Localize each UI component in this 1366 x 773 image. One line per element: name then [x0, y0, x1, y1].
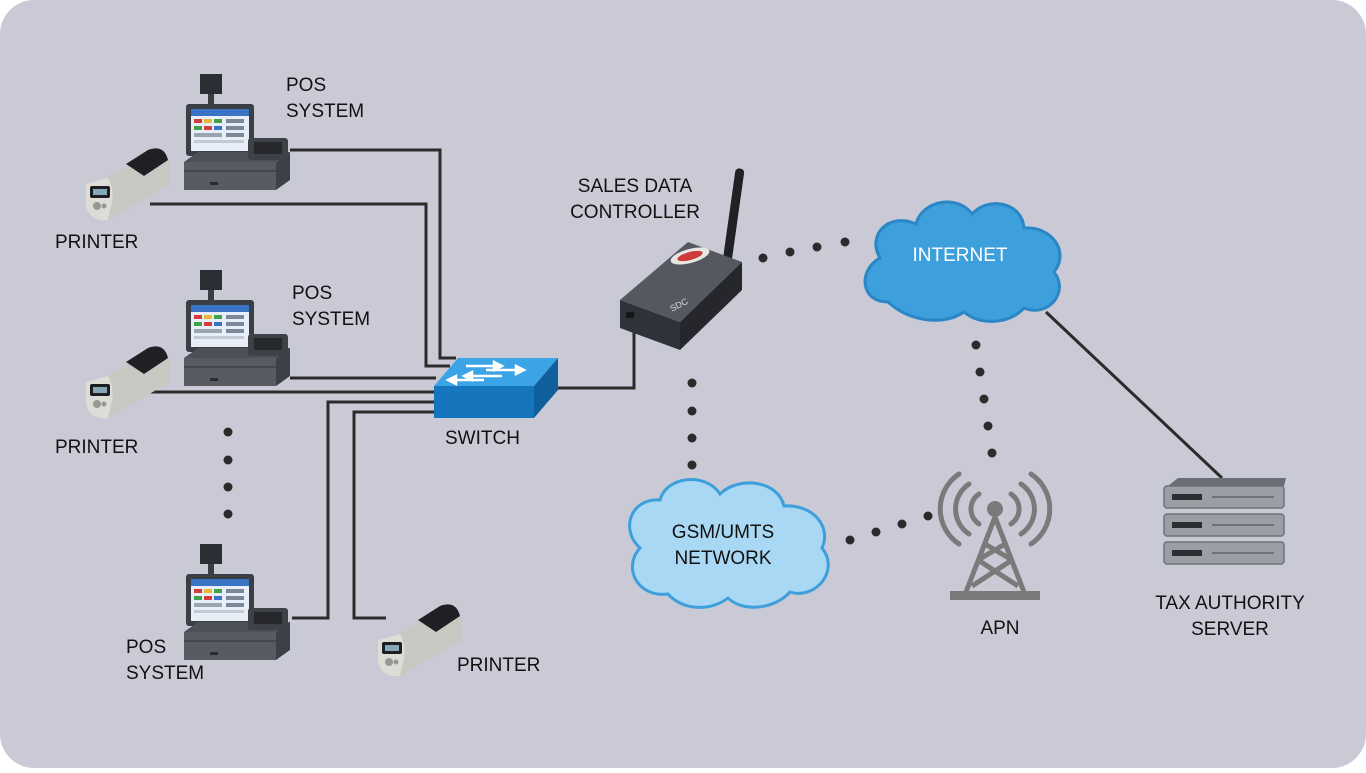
pos-label-line: SYSTEM — [126, 663, 205, 684]
printer-label-2: PRINTER — [55, 437, 139, 458]
cable-tax-server — [1044, 310, 1224, 480]
apn-label: APN — [980, 618, 1020, 639]
printer-label-3: PRINTER — [457, 655, 541, 676]
internet-label: INTERNET — [912, 245, 1008, 266]
pos-label-line: SYSTEM — [286, 101, 365, 122]
server-rack-icon — [1163, 478, 1286, 565]
network-switch-icon — [434, 358, 558, 418]
cloud-icon — [863, 200, 1062, 323]
pos-label-line: POS — [292, 283, 333, 304]
cell-tower-icon — [937, 471, 1053, 600]
tax-server-label: TAX AUTHORITY SERVER — [1135, 591, 1325, 643]
pos-label-line: POS — [126, 637, 167, 658]
pos-label-line: SYSTEM — [292, 309, 371, 330]
cable-pos1 — [290, 148, 456, 360]
cable-sdc — [556, 330, 636, 390]
cable-pos3 — [292, 400, 434, 620]
tax-server-label-line: TAX AUTHORITY — [1155, 593, 1305, 614]
sdc-label-line: SALES DATA — [577, 176, 693, 197]
tax-server-label-line: SERVER — [1191, 619, 1269, 640]
sdc-label-line: CONTROLLER — [570, 202, 700, 223]
gsm-label: GSM/UMTS NETWORK — [648, 520, 798, 572]
cable-printer3 — [352, 410, 434, 620]
wireless-dots — [223, 237, 997, 545]
pos-label-1: POS SYSTEM — [286, 73, 364, 125]
gsm-label-line: GSM/UMTS — [671, 522, 775, 543]
gsm-label-line: NETWORK — [674, 548, 772, 569]
sdc-label: SALES DATA CONTROLLER — [560, 174, 710, 226]
pos-label-line: POS — [286, 75, 327, 96]
pos-label-3: POS SYSTEM — [126, 635, 204, 687]
cloud-icon — [628, 478, 830, 609]
router-antenna-icon: SDC — [620, 168, 745, 350]
cable-group — [150, 148, 1224, 620]
printer-label-1: PRINTER — [55, 232, 139, 253]
pos-label-2: POS SYSTEM — [292, 281, 370, 333]
cable-printer1 — [150, 202, 450, 368]
switch-label: SWITCH — [445, 428, 520, 449]
